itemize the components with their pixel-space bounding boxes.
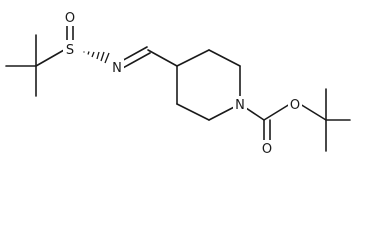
bond-s-n-hashed-wedge — [83, 51, 110, 64]
ester-oxygen-label: O — [290, 98, 300, 113]
imine-nitrogen-label: N — [112, 61, 122, 76]
structure-diagram: O S N N O O — [5, 10, 351, 157]
bond-c2-s — [35, 49, 65, 67]
sulfinyl-oxygen-label: O — [65, 11, 75, 26]
piperidine-ring — [176, 49, 241, 121]
sulfur-label: S — [66, 43, 74, 58]
atom-labels: O S N N O O — [63, 10, 302, 157]
tert-butyl-boc-group — [325, 88, 351, 152]
tert-butyl-sulfur-group — [5, 34, 65, 97]
bond-carbonyl-ester-o — [263, 103, 291, 121]
carbonyl-oxygen-label: O — [262, 142, 272, 157]
ring-nitrogen-label: N — [235, 98, 245, 113]
bond-ester-o-quaternary-c — [299, 103, 327, 121]
bond-n-ch-double-b — [120, 52, 151, 70]
bond-ch-c4 — [147, 49, 178, 67]
